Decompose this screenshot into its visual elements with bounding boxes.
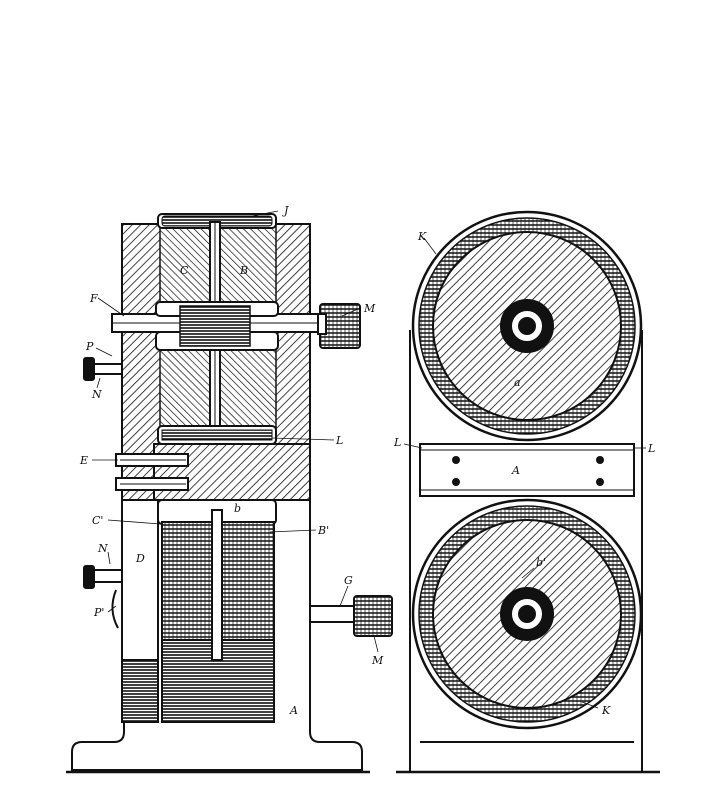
shaft [111, 301, 323, 351]
labels: J F M P N C B L E C' b B' N D P' G M A K… [79, 204, 655, 717]
upper-pulley [317, 303, 361, 349]
label-A-right: A [511, 464, 520, 477]
lower-wheel [411, 498, 643, 730]
label-C-top: C [180, 264, 189, 277]
label-N-mid: N [97, 542, 108, 555]
label-A-left: A [289, 704, 298, 717]
upper-wheel [411, 210, 643, 442]
label-E: E [79, 454, 88, 467]
label-P: P [85, 340, 94, 353]
label-B1: B' [317, 524, 329, 537]
label-F: F [89, 292, 98, 305]
label-M-top: M [363, 302, 376, 315]
front-frame [396, 330, 660, 774]
side-elevation-view [66, 213, 393, 774]
label-K-top: K [417, 230, 427, 243]
leader-lines [92, 210, 646, 709]
crossbar-bolts [452, 456, 604, 486]
label-L-left: L [335, 434, 343, 447]
upper-thumbscrew [83, 357, 123, 381]
label-G: G [344, 574, 353, 587]
lower-spool-flange [157, 425, 277, 445]
label-C1: C' [92, 514, 103, 527]
label-a-top: a [514, 376, 521, 389]
front-view [396, 210, 660, 774]
stand-base [66, 722, 370, 774]
label-b-bottom: b' [536, 556, 546, 569]
label-P1: P' [93, 606, 104, 619]
label-L-right2: L [647, 442, 655, 455]
label-B-top: B [239, 264, 248, 277]
label-J: J [282, 204, 289, 217]
lower-thumbscrew [83, 565, 123, 629]
label-N-left: N [91, 388, 102, 401]
lower-pulley [309, 595, 393, 637]
label-D: D [135, 552, 145, 565]
label-M-bottom: M [371, 654, 384, 667]
label-b: b [234, 502, 241, 515]
label-K-bottom: K [601, 704, 611, 717]
lower-cylinder [121, 499, 311, 723]
label-L-right1: L [393, 436, 401, 449]
